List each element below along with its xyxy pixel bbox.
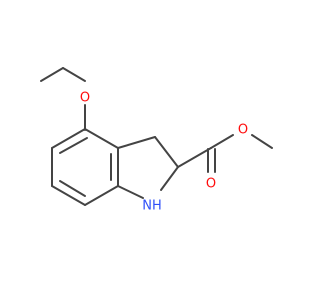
bond-oester-methyl — [251, 134, 273, 149]
bond-ring-c3a-c4 — [84, 128, 119, 149]
atom-label-ether-oxygen: O — [80, 91, 90, 106]
atom-labels: O O O NH — [80, 91, 248, 214]
bond-c3-c2 — [154, 136, 179, 168]
bond-ring-c6-c7 — [51, 185, 86, 206]
bonds — [40, 67, 273, 206]
bond-c3a-c3 — [117, 136, 156, 149]
bond-ring-double-2 — [59, 180, 86, 197]
bond-ethyl-c-o — [62, 67, 86, 82]
atom-label-ester-oxygen: O — [238, 123, 248, 138]
atom-label-carbonyl-oxygen: O — [206, 177, 216, 192]
bond-ring-c4-c5 — [51, 128, 86, 149]
bond-carbonyl-oester — [210, 134, 234, 149]
atom-label-amine: NH — [142, 199, 162, 214]
molecule-diagram: O O O NH — [40, 67, 273, 214]
bond-c2-n1 — [160, 166, 179, 191]
bond-c2-carbonyl — [177, 147, 212, 168]
bond-ring-double-1 — [59, 137, 88, 154]
bond-n1-c7a — [117, 185, 144, 199]
structure-canvas: O O O NH — [40, 67, 273, 214]
bond-ring-c7-c7a — [84, 185, 119, 206]
bond-ethyl-c-c — [40, 67, 64, 82]
